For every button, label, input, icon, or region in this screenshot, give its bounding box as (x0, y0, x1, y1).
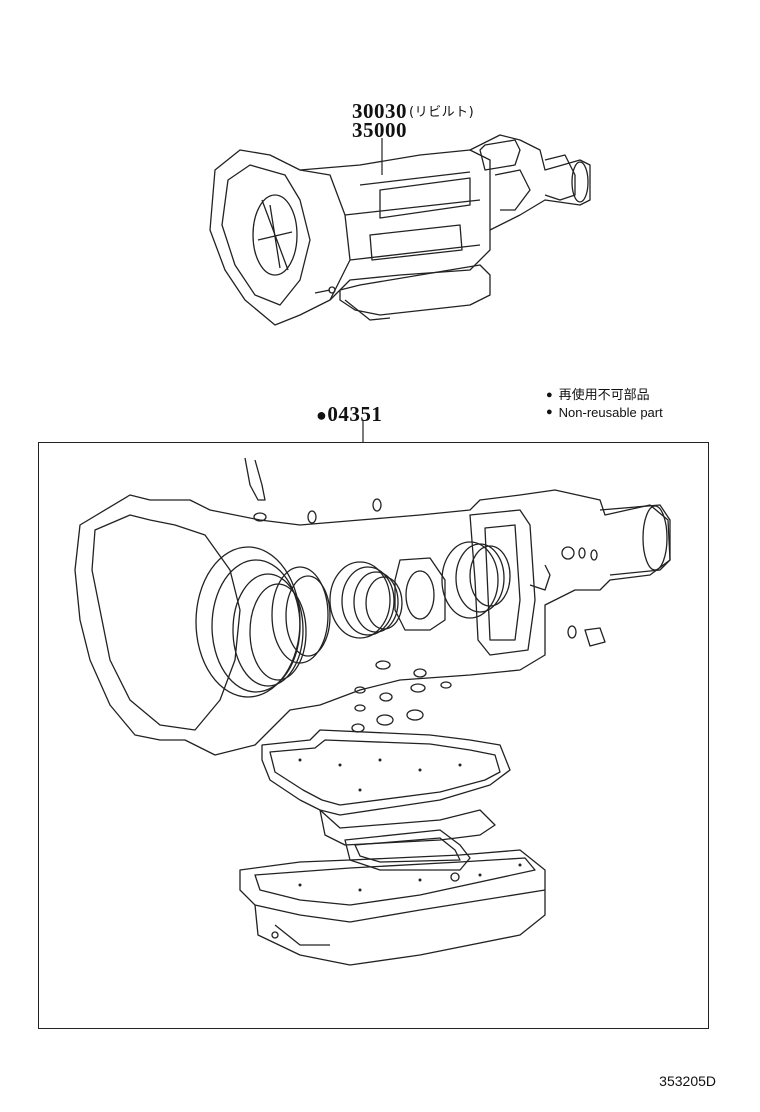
part-number-30030: 30030(リビルト) (352, 101, 474, 122)
legend-text: 再使用不可部品 (558, 388, 650, 403)
overhaul-kit-drawing (74, 457, 671, 966)
overhaul-kit-frame (38, 442, 709, 1029)
part-number-label: 30030 (352, 99, 407, 123)
diagram-id: 353205D (659, 1073, 716, 1089)
legend-item-japanese: ● 再使用不可部品 (546, 389, 650, 402)
rebuilt-note: (リビルト) (409, 105, 475, 120)
legend-item-english: ● Non-reusable part (546, 406, 663, 419)
part-number-label: 04351 (327, 402, 383, 426)
transmission-assembly-drawing (209, 134, 591, 326)
legend-marker: ● (546, 389, 553, 401)
part-number-04351: ●04351 (316, 404, 382, 425)
legend-text: Non-reusable part (558, 405, 663, 420)
part-number-35000: 35000 (352, 118, 407, 142)
non-reusable-marker: ● (316, 405, 328, 425)
legend-marker: ● (546, 406, 553, 418)
